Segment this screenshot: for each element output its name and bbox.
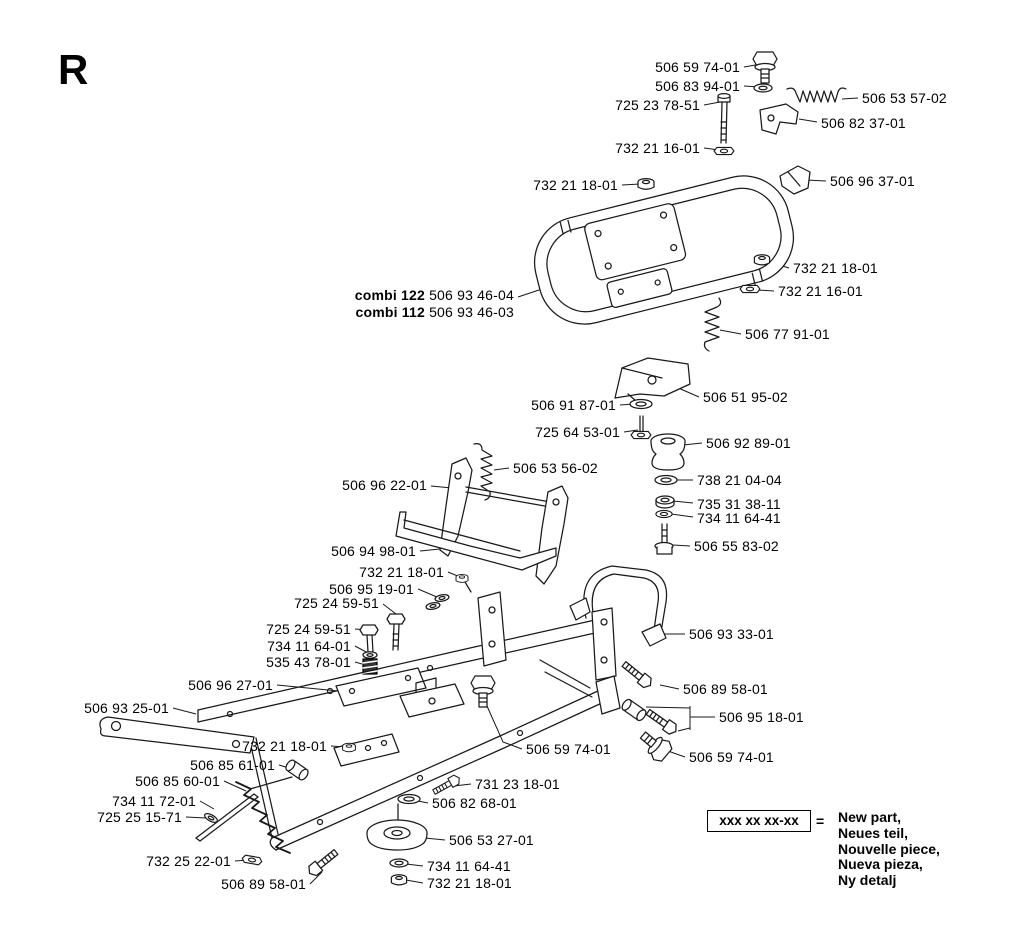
handle-frame — [533, 175, 795, 325]
legend-part-code-box: xxx xx xx-xx — [707, 810, 811, 832]
center-flange-bolt — [470, 675, 496, 708]
legend-line: New part, — [838, 809, 902, 825]
legend-line: Nouvelle piece, — [838, 840, 940, 857]
section-letter: R — [58, 46, 90, 93]
legend-line: Ny detalj — [838, 872, 897, 889]
legend-line: Neues teil, — [838, 824, 909, 841]
left-flat-bar — [99, 716, 255, 754]
support-bracket-assembly — [395, 443, 569, 585]
legend-line: Nueva pieza, — [838, 856, 923, 873]
roller-stack — [366, 772, 463, 886]
tension-spring-top — [786, 87, 847, 103]
bracket-screw-washers — [424, 573, 472, 611]
left-spring-assembly — [195, 759, 341, 879]
frame-clip — [779, 165, 811, 195]
main-frame — [197, 591, 621, 851]
small-bracket-top — [759, 103, 799, 135]
top-bolt-and-washer — [752, 51, 778, 93]
loop-handle — [569, 565, 668, 647]
long-bolt — [713, 92, 735, 156]
leader-lines — [172, 63, 859, 885]
legend-translations: New part,Neues teil,Nouvelle piece,Nueva… — [838, 809, 940, 889]
bolts-washers-spring-left — [359, 613, 406, 675]
right-fasteners — [619, 658, 680, 765]
tension-spring-frame — [703, 297, 722, 352]
mount-bracket — [614, 357, 691, 402]
mount-stack — [629, 398, 686, 555]
legend-equals-sign: = — [816, 813, 825, 829]
